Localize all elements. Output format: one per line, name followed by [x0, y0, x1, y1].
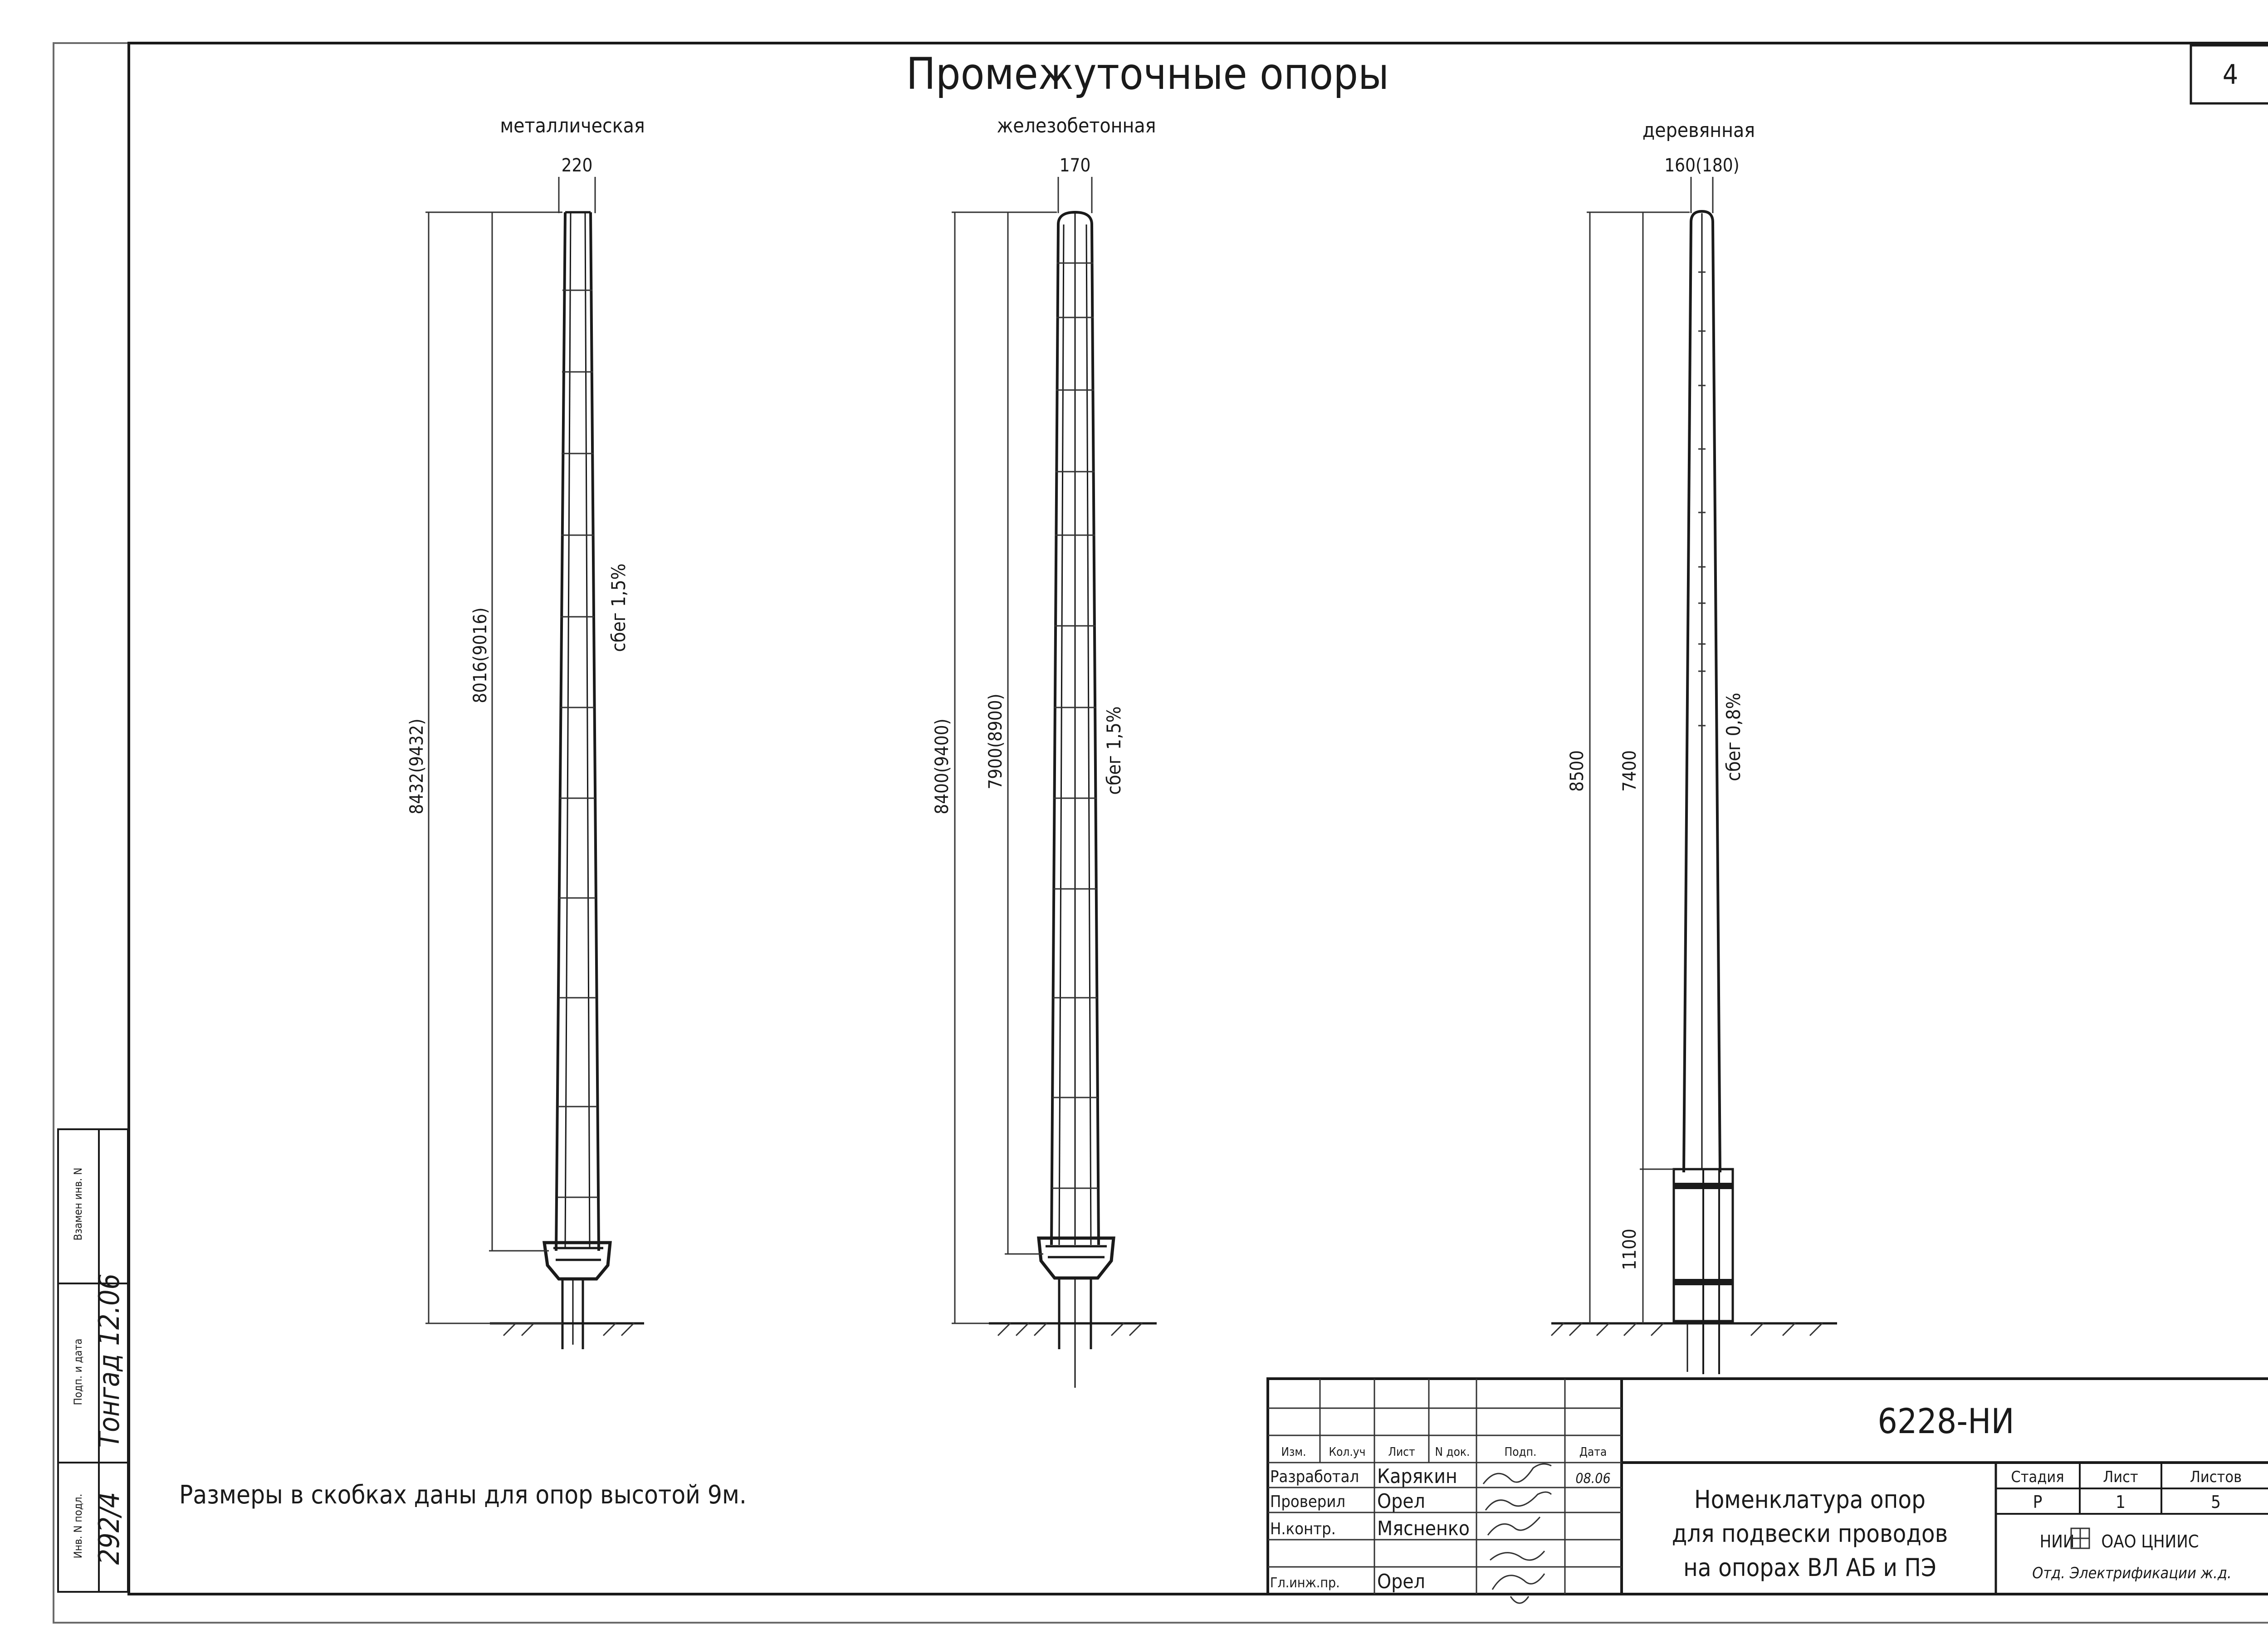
sheet-value: 1 [2116, 1492, 2126, 1512]
sheet-title: Промежуточные опоры [906, 49, 1389, 99]
pole-concrete-label: железобетонная [997, 114, 1156, 137]
pole-wooden-above-ground: 7400 [1619, 750, 1640, 792]
ground-hatching [503, 1322, 1823, 1337]
pole-wooden-attachment-length: 1100 [1619, 1229, 1640, 1270]
row-chief-engineer-name: Орел [1377, 1570, 1425, 1593]
side-stamp-inventory-label: Инв. N подл. [72, 1494, 84, 1559]
pole-metal-top-width: 220 [562, 155, 593, 176]
row-checker-name: Орел [1377, 1490, 1425, 1513]
row-developer-role: Разработал [1270, 1468, 1359, 1486]
title-block-header-date: Дата [1579, 1445, 1607, 1459]
sheets-total-header: Листов [2190, 1468, 2242, 1486]
description-line-2: для подвески проводов [1672, 1519, 1948, 1548]
row-norm-control-role: Н.контр. [1270, 1520, 1336, 1538]
organization-prefix: НИИ [2040, 1532, 2075, 1551]
title-block-header-sheet: Лист [1388, 1445, 1415, 1459]
row-norm-control-name: Мясненко [1377, 1517, 1470, 1540]
title-block-header-count: Кол.уч [1329, 1445, 1366, 1459]
pole-concrete-above-ground: 7900(8900) [985, 693, 1006, 789]
department-name: Отд. Электрификации ж.д. [2032, 1564, 2231, 1582]
outer-frame [53, 42, 2268, 1624]
sheet-number: 4 [2223, 59, 2238, 91]
signatures [1482, 1463, 1552, 1604]
pole-wooden-top-width: 160(180) [1664, 155, 1739, 176]
title-block-header-change: Изм. [1281, 1445, 1306, 1459]
pole-metal-taper: сбег 1,5% [607, 563, 630, 652]
pole-wooden-taper: сбег 0,8% [1722, 693, 1745, 781]
row-checker-role: Проверил [1270, 1493, 1345, 1511]
organization-logo-icon [2070, 1527, 2090, 1549]
pole-concrete-taper: сбег 1,5% [1103, 706, 1125, 795]
row-developer-name: Карякин [1377, 1465, 1457, 1488]
document-code: 6228-НИ [1877, 1401, 2014, 1441]
pole-metal: металлическая 220 [406, 114, 645, 1349]
organization-name: ОАО ЦНИИС [2101, 1532, 2199, 1551]
pole-concrete-overall-height: 8400(9400) [932, 718, 953, 814]
pole-concrete: железобетонная 170 [932, 114, 1157, 1388]
side-stamp-signature-label: Подп. и дата [72, 1338, 84, 1405]
pole-wooden-overall-height: 8500 [1567, 750, 1588, 792]
side-stamp-signature-date: Тонгад 12.06 [93, 1273, 126, 1448]
pole-metal-label: металлическая [500, 114, 645, 137]
drawing-frame [127, 42, 2268, 1595]
title-block-header-sign: Подп. [1505, 1445, 1537, 1459]
sheet-note: Размеры в скобках даны для опор высотой … [179, 1480, 747, 1510]
pole-metal-overall-height: 8432(9432) [406, 718, 427, 814]
side-stamp: Инв. N подл. Подп. и дата Взамен инв. N … [57, 1128, 129, 1593]
side-stamp-replacement-label: Взамен инв. N [72, 1168, 84, 1241]
side-stamp-inventory-number: 292/4 [93, 1492, 126, 1565]
stage-value: Р [2033, 1492, 2043, 1512]
pole-wooden: деревянная 160(180) 8500 [1551, 119, 1837, 1374]
sheet-header: Лист [2103, 1468, 2138, 1486]
stage-header: Стадия [2011, 1468, 2064, 1486]
pole-concrete-top-width: 170 [1060, 155, 1091, 176]
pole-metal-above-ground: 8016(9016) [470, 607, 491, 703]
title-block-header-doc: N док. [1435, 1445, 1470, 1459]
description-line-1: Номенклатура опор [1694, 1485, 1926, 1514]
description-line-3: на опорах ВЛ АБ и ПЭ [1683, 1553, 1936, 1582]
title-block: Изм. Кол.уч Лист N док. Подп. Дата Разра… [1266, 1377, 2268, 1604]
row-developer-date: 08.06 [1575, 1471, 1610, 1487]
sheet-number-box [2190, 44, 2268, 105]
sheets-total-value: 5 [2211, 1492, 2221, 1512]
row-chief-engineer-role: Гл.инж.пр. [1270, 1575, 1340, 1591]
pole-wooden-label: деревянная [1642, 119, 1755, 142]
